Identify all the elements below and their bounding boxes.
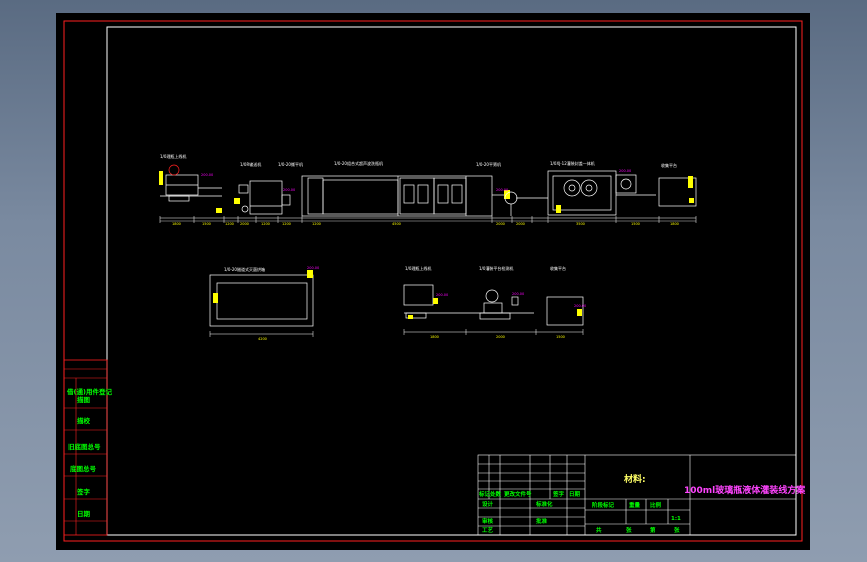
station-collection bbox=[658, 176, 697, 207]
left-row-1: 描图 bbox=[77, 395, 91, 404]
second-line bbox=[403, 284, 584, 335]
title-block bbox=[477, 454, 797, 536]
main-dim-7: 4500 bbox=[392, 222, 401, 226]
oven-label: 1/0-20隧道式灭菌烘箱 bbox=[224, 266, 265, 272]
header-cell-0: 标记 bbox=[478, 490, 491, 498]
second-dim-2: 1500 bbox=[556, 335, 565, 339]
left-row-4: 底图总号 bbox=[70, 464, 97, 473]
main-line-tags: 200.00 200.00 200.00 200.00 bbox=[201, 169, 631, 192]
stage-header-2: 比例 bbox=[650, 501, 662, 509]
second-line-labels: 1/0理瓶上线机 1/0灌装平台检测机 收集平台 1800 2000 1500 … bbox=[405, 265, 586, 339]
main-label-4: 1/0-20平筛机 bbox=[476, 161, 501, 167]
station-filler bbox=[547, 170, 656, 216]
second-dim-0: 1800 bbox=[430, 335, 439, 339]
main-line-dims: 1800 1500 1200 2000 1200 1200 1200 4500 … bbox=[172, 222, 679, 226]
station-washer bbox=[301, 175, 493, 217]
main-dim-0: 1800 bbox=[172, 222, 181, 226]
second-tag-2: 200.00 bbox=[574, 304, 586, 308]
bottom-cell-3: 张 bbox=[674, 526, 680, 534]
cad-drawing: 借(通)用件登记 描图 描校 旧底图总号 底图总号 签字 日期 bbox=[63, 20, 806, 542]
left-row-6: 日期 bbox=[77, 509, 91, 518]
main-dim-4: 1200 bbox=[261, 222, 270, 226]
header-cell-1: 处数 bbox=[489, 490, 502, 498]
second-label-0: 1/0理瓶上线机 bbox=[405, 265, 431, 271]
oven-dim: 4200 bbox=[258, 337, 267, 341]
stage-header-0: 阶段标记 bbox=[592, 501, 615, 509]
main-dim-10: 3500 bbox=[576, 222, 585, 226]
main-line-labels: 1/0理瓶上线机 1/0R输送机 1/0-20撕平机 1/0-20组合式超声波洗… bbox=[160, 153, 677, 168]
main-label-5: 1/0XJ-12灌装封盖一体机 bbox=[550, 160, 595, 166]
row-mid-0: 标准化 bbox=[535, 500, 553, 508]
main-tag-0: 200.00 bbox=[201, 173, 213, 177]
station-conveyor bbox=[234, 180, 291, 215]
main-tag-2: 200.00 bbox=[496, 188, 508, 192]
main-dim-1: 1500 bbox=[202, 222, 211, 226]
drawing-sheet: 借(通)用件登记 描图 描校 旧底图总号 底图总号 签字 日期 bbox=[56, 13, 810, 550]
main-label-2: 1/0-20撕平机 bbox=[278, 161, 303, 167]
left-margin-table: 借(通)用件登记 描图 描校 旧底图总号 底图总号 签字 日期 bbox=[63, 359, 112, 536]
main-dim-11: 1500 bbox=[631, 222, 640, 226]
main-dim-2: 1200 bbox=[225, 222, 234, 226]
main-dim-9: 2000 bbox=[516, 222, 525, 226]
main-dim-3: 2000 bbox=[240, 222, 249, 226]
main-tag-1: 200.00 bbox=[283, 188, 295, 192]
main-dim-6: 1200 bbox=[312, 222, 321, 226]
oven-unit bbox=[209, 270, 314, 337]
row-left-0: 设计 bbox=[482, 500, 494, 508]
header-cell-2: 更改文件号 bbox=[504, 490, 532, 498]
scale-value: 1:1 bbox=[671, 516, 681, 522]
left-row-2: 描校 bbox=[77, 416, 91, 425]
main-label-3: 1/0-20组合式超声波洗瓶机 bbox=[334, 160, 383, 166]
drawing-title: 100ml玻璃瓶液体灌装线方案 bbox=[684, 484, 806, 496]
left-row-0: 借(通)用件登记 bbox=[66, 387, 112, 396]
bottom-cell-0: 共 bbox=[596, 526, 602, 534]
row-left-2: 工艺 bbox=[482, 526, 494, 534]
second-dim-1: 2000 bbox=[496, 335, 505, 339]
station-unscrambler bbox=[159, 164, 222, 213]
title-block-text: 材料: 100ml玻璃瓶液体灌装线方案 标记 处数 更改文件号 签字 日期 设计… bbox=[478, 473, 806, 534]
second-label-2: 收集平台 bbox=[550, 265, 566, 271]
left-row-3: 旧底图总号 bbox=[68, 442, 101, 451]
outer-frame bbox=[63, 20, 803, 542]
main-dim-12: 1800 bbox=[670, 222, 679, 226]
main-dim-8: 2000 bbox=[496, 222, 505, 226]
main-dim-5: 1200 bbox=[282, 222, 291, 226]
second-label-1: 1/0灌装平台检测机 bbox=[479, 265, 513, 271]
main-label-1: 1/0R输送机 bbox=[240, 161, 261, 167]
main-label-0: 1/0理瓶上线机 bbox=[160, 153, 186, 159]
stage-header-1: 重量 bbox=[629, 501, 641, 509]
material-label: 材料: bbox=[623, 473, 646, 485]
second-tag-0: 200.00 bbox=[436, 293, 448, 297]
row-left-1: 审核 bbox=[482, 517, 494, 525]
main-tag-3: 200.00 bbox=[619, 169, 631, 173]
oven-tag: 200.00 bbox=[307, 266, 319, 270]
bottom-cell-2: 第 bbox=[650, 526, 656, 534]
header-cell-4: 日期 bbox=[569, 490, 581, 498]
bottom-cell-1: 张 bbox=[626, 526, 632, 534]
header-cell-3: 签字 bbox=[552, 490, 565, 498]
row-mid-1: 批准 bbox=[536, 517, 548, 525]
main-label-6: 收集平台 bbox=[661, 162, 677, 168]
left-row-5: 签字 bbox=[76, 487, 91, 496]
station-rotary-table bbox=[492, 190, 548, 216]
inner-frame bbox=[106, 26, 797, 536]
second-tag-1: 200.00 bbox=[512, 292, 524, 296]
main-line bbox=[159, 164, 697, 223]
